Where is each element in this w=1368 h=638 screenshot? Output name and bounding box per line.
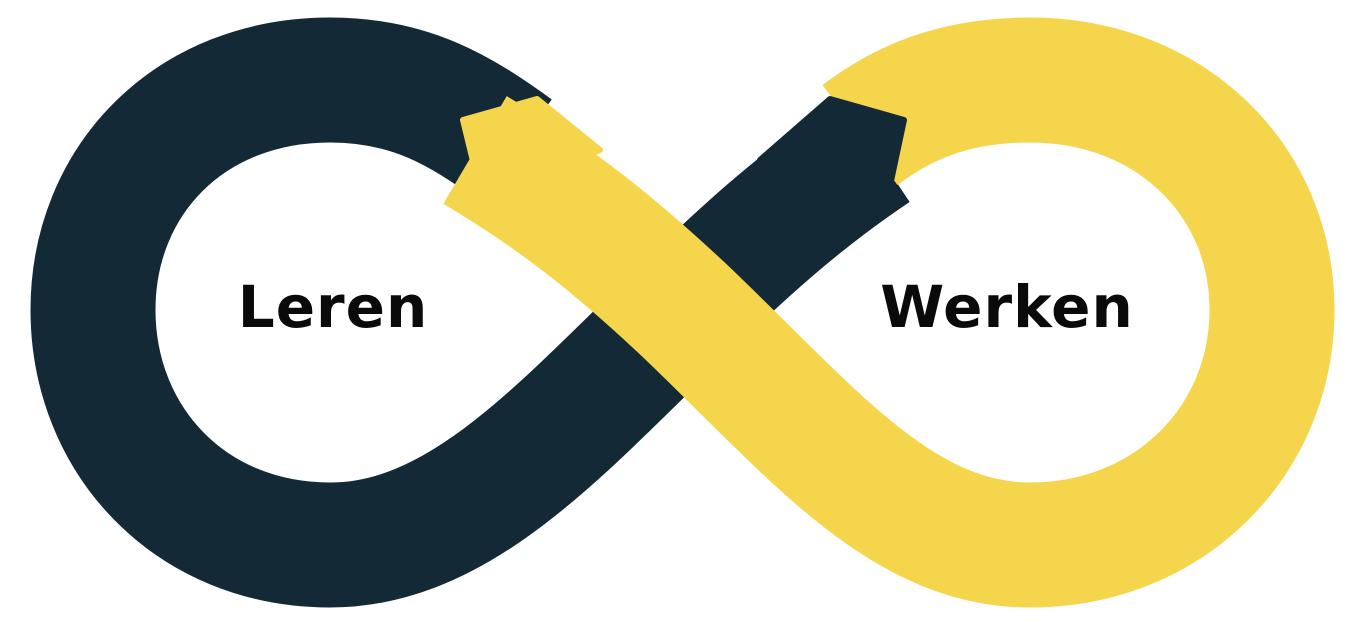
leren-label: Leren [237,273,429,341]
yellow-loop-band [443,17,1335,608]
yellow-arrow-head [460,96,603,201]
werken-label: Werken [880,273,1134,341]
dark-arrow-head [757,96,907,198]
